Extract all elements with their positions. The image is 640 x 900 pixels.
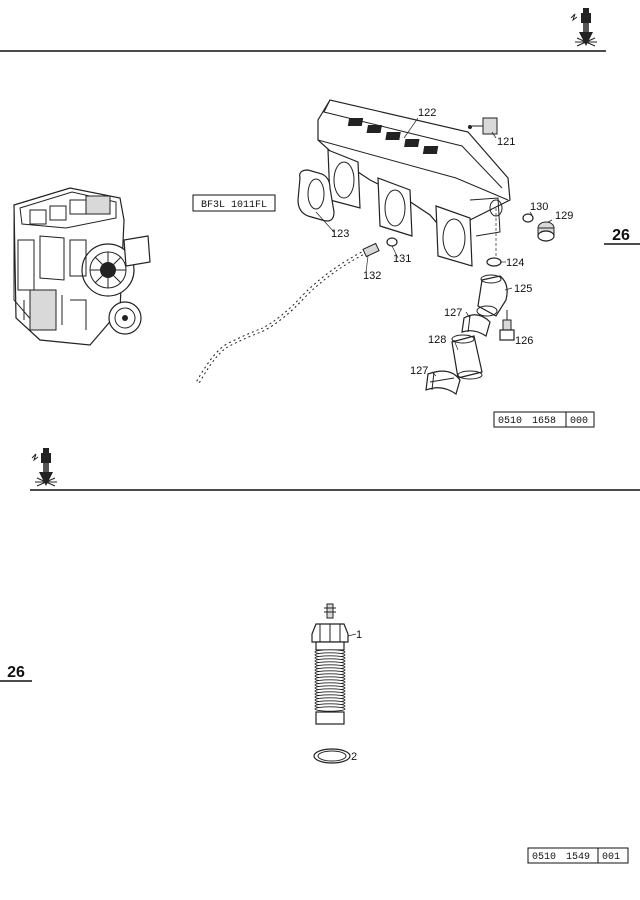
ref-code-part-c: 001	[602, 852, 620, 863]
ref-code-part-c: 000	[570, 416, 588, 427]
callout-127-lower: 127	[410, 365, 428, 377]
callout-124: 124	[506, 257, 524, 269]
callout-123: 123	[331, 228, 349, 240]
callout-127-upper: 127	[444, 307, 462, 319]
callout-130: 130	[530, 201, 548, 213]
callout-126: 126	[515, 335, 533, 347]
sealing-ring-131	[386, 237, 398, 247]
ref-code-part-b: 1658	[532, 416, 556, 427]
sensor-126	[499, 310, 515, 341]
section-marker-top: 26	[604, 227, 640, 245]
sealing-ring-130	[522, 213, 534, 223]
callout-121: 121	[497, 136, 515, 148]
callout-125: 125	[514, 283, 532, 295]
ref-code-part-a: 0510	[532, 852, 556, 863]
reference-code-figure1: 0510 1658 000	[493, 411, 595, 428]
clamp-127-upper	[461, 314, 491, 337]
clamp-127-lower	[425, 370, 461, 395]
gasket-124	[486, 257, 502, 267]
heater-element-1	[311, 603, 349, 725]
ref-code-part-b: 1549	[566, 852, 590, 863]
exhaust-gasket-123	[297, 169, 335, 222]
screw-121	[468, 117, 498, 135]
ref-code-part-a: 0510	[498, 416, 522, 427]
elbow-125	[476, 274, 508, 317]
exhaust-manifold-assembly	[317, 99, 511, 267]
section-number-bottom: 26	[7, 664, 25, 681]
section-number-top: 26	[612, 227, 630, 244]
leader-lines-figure2	[347, 633, 357, 637]
model-label: BF3L 1011FL	[201, 200, 267, 211]
pipe-128	[451, 334, 483, 380]
callout-128: 128	[428, 334, 446, 346]
leader-lines-figure1	[315, 117, 553, 377]
sealing-ring-2	[313, 748, 351, 764]
callout-131: 131	[393, 253, 411, 265]
callout-122: 122	[418, 107, 436, 119]
engine-illustration	[13, 187, 151, 346]
glow-plug-icon	[570, 8, 597, 47]
screw-plug-129	[537, 221, 555, 242]
reference-code-figure2: 0510 1549 001	[527, 847, 629, 864]
pressure-line-132	[196, 242, 380, 383]
callout-2: 2	[351, 751, 357, 763]
callout-1: 1	[356, 629, 362, 641]
callout-132: 132	[363, 270, 381, 282]
model-label-box: BF3L 1011FL	[192, 194, 276, 212]
section-marker-bottom: 26	[0, 664, 32, 682]
coil-turn	[314, 706, 346, 712]
glow-plug-icon	[31, 448, 57, 487]
callout-129: 129	[555, 210, 573, 222]
